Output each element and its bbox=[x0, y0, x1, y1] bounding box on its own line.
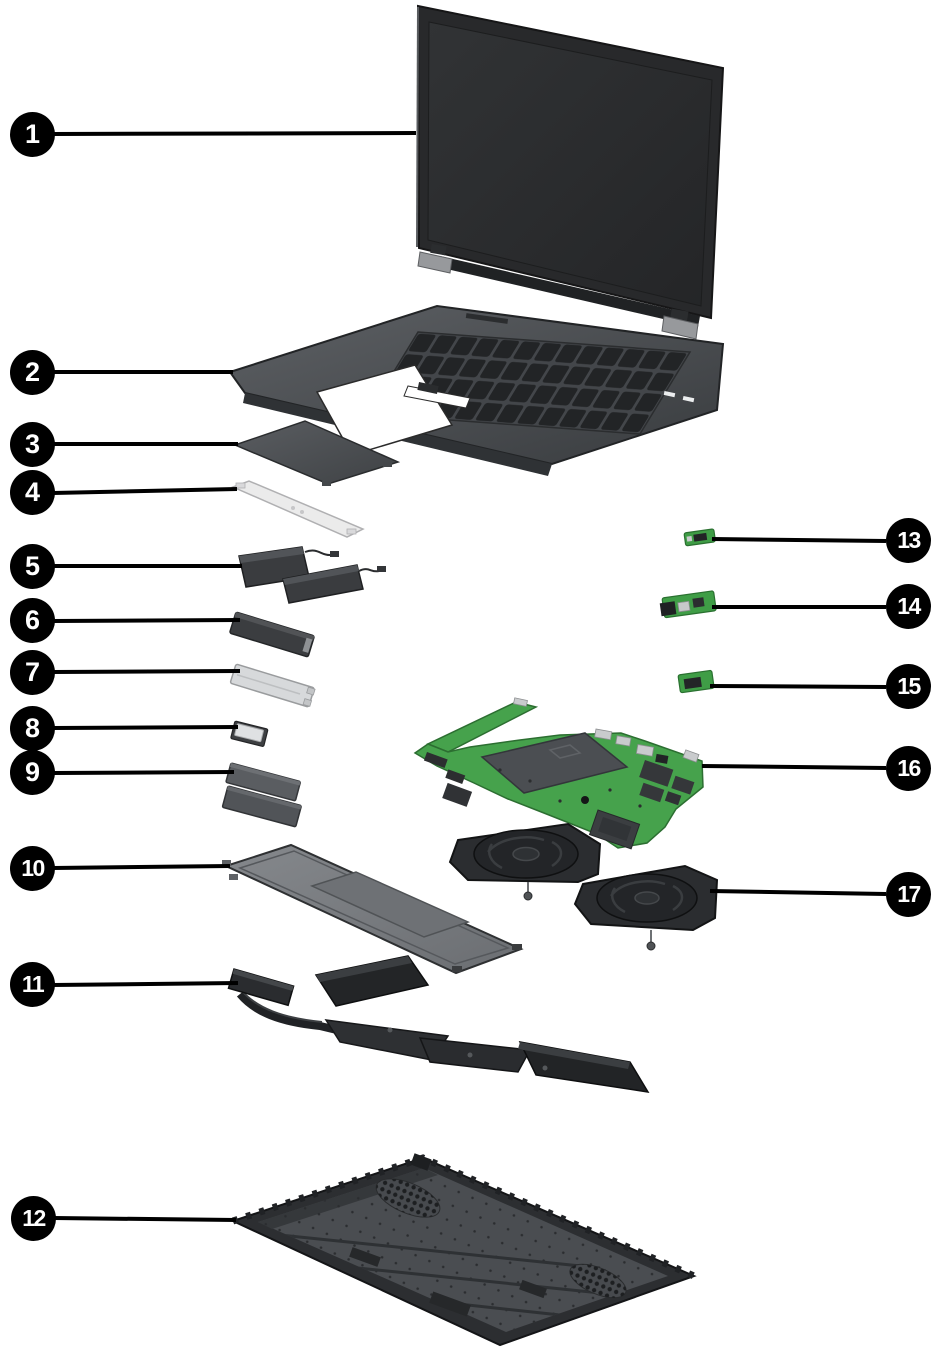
callout-9: 9 bbox=[10, 750, 55, 795]
callout-3: 3 bbox=[10, 422, 55, 467]
callout-13-label: 13 bbox=[897, 527, 921, 553]
callout-17: 17 bbox=[886, 872, 931, 917]
connector-board bbox=[659, 590, 717, 619]
leader-line-9 bbox=[52, 770, 235, 775]
battery bbox=[222, 843, 524, 975]
callout-17-label: 17 bbox=[897, 881, 921, 907]
callout-14-label: 14 bbox=[897, 593, 921, 619]
callout-1: 1 bbox=[10, 112, 55, 157]
display-assembly bbox=[416, 4, 725, 340]
leader-lines bbox=[52, 131, 887, 1222]
callout-6-label: 6 bbox=[24, 605, 41, 635]
callout-7: 7 bbox=[10, 650, 55, 695]
callout-15: 15 bbox=[886, 664, 931, 709]
callout-12-label: 12 bbox=[22, 1205, 46, 1231]
memory-modules bbox=[221, 762, 302, 828]
callout-15-label: 15 bbox=[897, 673, 921, 699]
callout-2: 2 bbox=[10, 350, 55, 395]
wlan-module bbox=[230, 720, 269, 747]
daughterboard-small bbox=[683, 528, 716, 547]
callout-16-label: 16 bbox=[897, 755, 921, 781]
touchpad bbox=[232, 420, 401, 486]
leader-line-6 bbox=[52, 618, 241, 623]
leader-line-11 bbox=[52, 981, 239, 987]
touchpad-bracket bbox=[231, 480, 365, 538]
bottom-cover bbox=[230, 1153, 697, 1347]
callout-11: 11 bbox=[10, 962, 55, 1007]
callout-14: 14 bbox=[886, 584, 931, 629]
speakers bbox=[238, 546, 386, 604]
leader-line-12 bbox=[53, 1216, 237, 1222]
callout-8-label: 8 bbox=[24, 713, 41, 743]
callout-4-label: 4 bbox=[24, 477, 41, 507]
callout-5-label: 5 bbox=[24, 551, 41, 581]
callout-1-label: 1 bbox=[24, 119, 41, 149]
callout-11-label: 11 bbox=[21, 971, 45, 997]
daughterboard bbox=[677, 669, 715, 694]
callout-8: 8 bbox=[10, 706, 55, 751]
leader-line-13 bbox=[711, 537, 887, 543]
leader-line-7 bbox=[52, 669, 241, 674]
callout-5: 5 bbox=[10, 544, 55, 589]
leader-line-1 bbox=[52, 131, 417, 136]
callout-13: 13 bbox=[886, 518, 931, 563]
heat-sink-assembly bbox=[227, 955, 650, 1093]
leader-line-15 bbox=[709, 684, 887, 689]
callout-4: 4 bbox=[10, 470, 55, 515]
callout-10: 10 bbox=[10, 846, 55, 891]
callout-10-label: 10 bbox=[21, 855, 45, 881]
callout-16: 16 bbox=[886, 746, 931, 791]
leader-line-17 bbox=[709, 889, 887, 896]
fans bbox=[448, 822, 719, 951]
leader-line-16 bbox=[701, 764, 887, 770]
callout-2-label: 2 bbox=[24, 357, 41, 387]
callout-3-label: 3 bbox=[24, 429, 41, 459]
leader-line-8 bbox=[52, 725, 239, 730]
system-board bbox=[413, 697, 704, 850]
solid-state-drive bbox=[229, 611, 315, 658]
leader-line-10 bbox=[52, 864, 231, 870]
leader-line-4 bbox=[52, 487, 238, 495]
callout-7-label: 7 bbox=[24, 657, 41, 687]
callout-6: 6 bbox=[10, 598, 55, 643]
callout-9-label: 9 bbox=[24, 757, 41, 787]
keyboard-top-cover bbox=[228, 304, 725, 476]
callout-12: 12 bbox=[11, 1196, 56, 1241]
drive-bracket bbox=[229, 663, 316, 708]
